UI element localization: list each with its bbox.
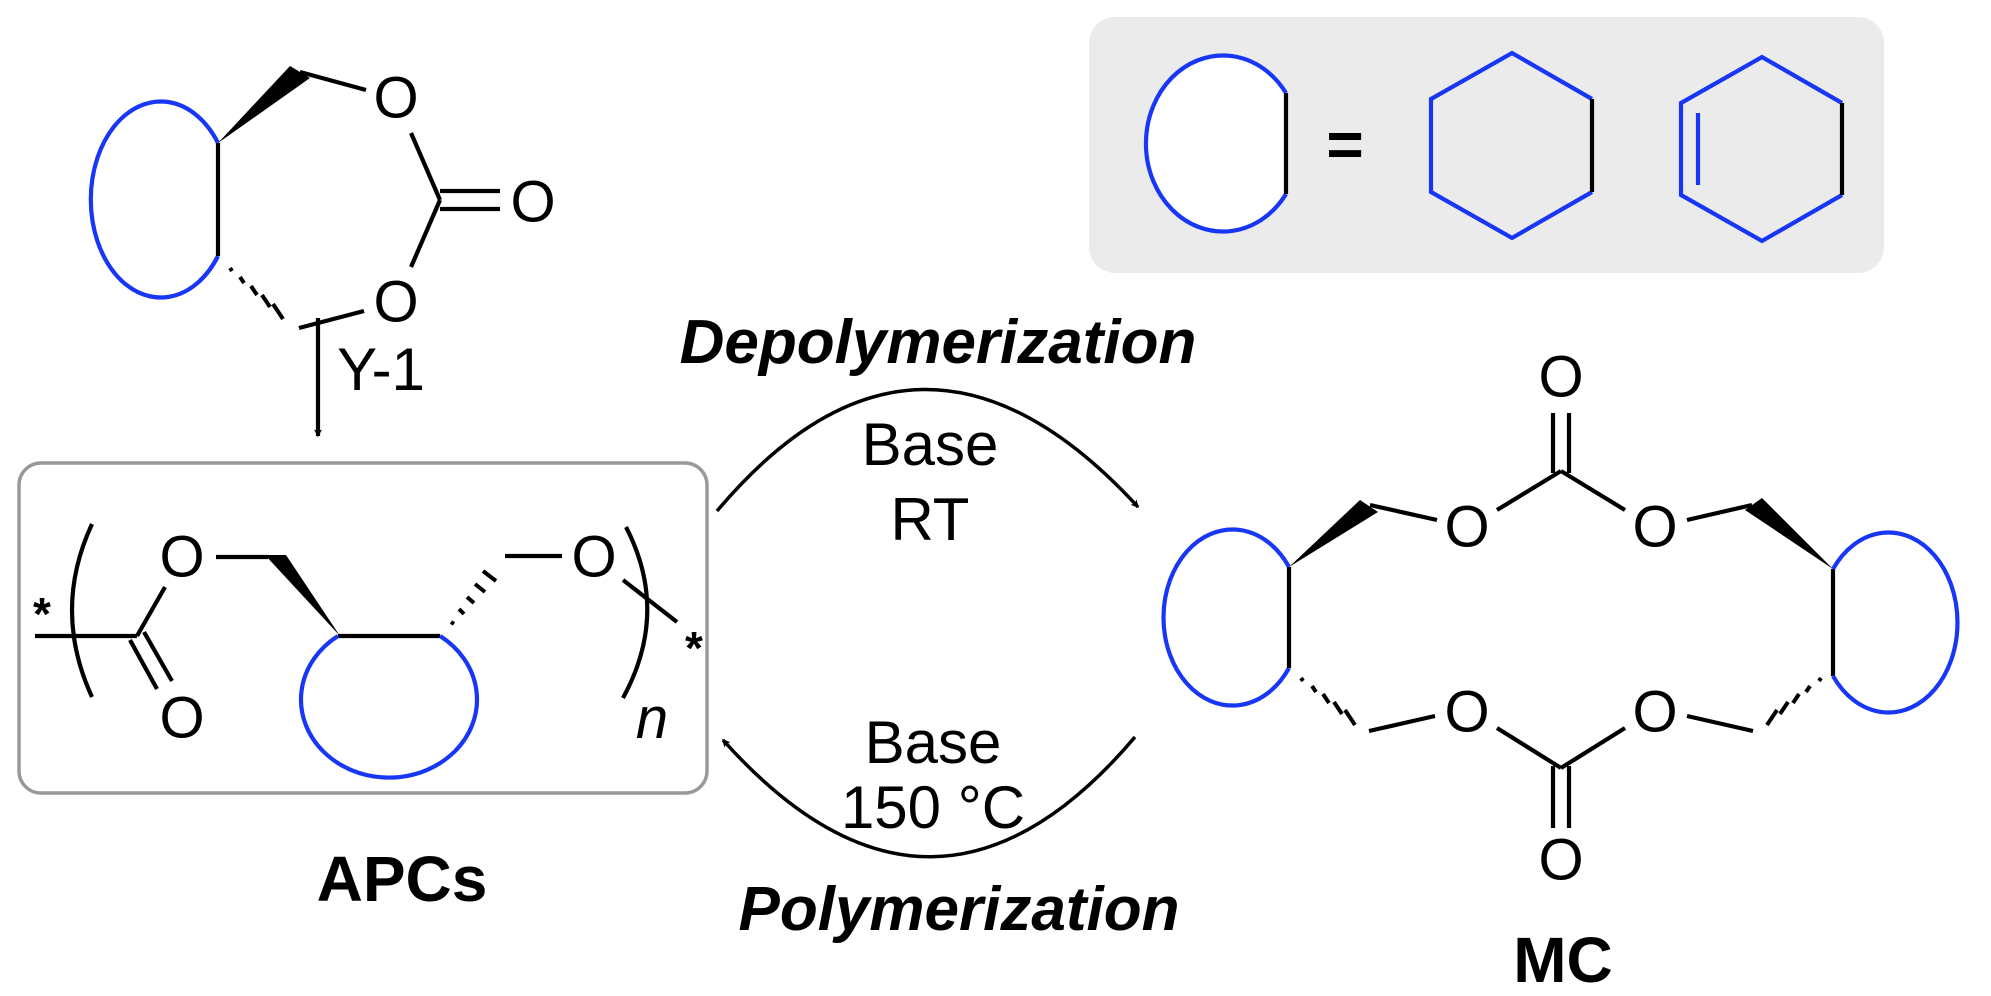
mc-bond [1559,469,1627,512]
legend-background [1089,17,1884,273]
monomer-hash-bond [228,266,285,321]
polymerization-condition-2: 150 °C [841,774,1025,841]
repeat-subscript: n [636,686,668,751]
polymerization-arrow [721,735,1137,859]
macrocycle-structure: O O O O O O [1161,345,1960,893]
cyclohexane-icon [1428,50,1594,241]
polymer-o-right: O [571,525,616,590]
cyclohexene-icon [1678,54,1844,244]
mc-left-hash-bond [1299,676,1357,727]
mc-bond [1368,713,1436,734]
mc-o-top-left: O [1444,495,1489,560]
polymer-carbonyl-bond [142,630,174,683]
mc-o-bottom-right: O [1632,680,1677,745]
mc-left-wedge [1289,500,1378,567]
monomer-ring-icon [88,99,220,300]
polymer-o-carbonyl: O [159,686,204,751]
mc-bond [1686,713,1754,734]
depolymerization-condition-2: RT [891,486,970,553]
polymer-bond [621,578,679,624]
generic-ring-arc [1143,53,1288,234]
mc-left-ring-icon [1161,527,1291,708]
monomer-o-carbonyl: O [510,170,555,235]
mc-right-ring-icon [1831,530,1960,715]
reagent-arrow: Y-1 [314,318,425,438]
end-group-right: * [685,622,703,674]
depolymerization-condition-1: Base [862,411,999,478]
mc-right-wedge [1745,498,1833,569]
left-bracket [69,523,94,698]
equals-sign: = [1326,108,1363,180]
monomer-bond [409,199,442,268]
depolymerization-label: Depolymerization [680,308,1197,377]
monomer-bond [299,69,367,93]
monomer-bond [409,132,442,201]
mc-o-bottom-left: O [1444,680,1489,745]
polymer-hash-bond [449,569,498,626]
mc-o-bottom-carbonyl: O [1538,828,1583,893]
mc-bond [1686,502,1753,523]
mc-bond [1369,502,1438,523]
mc-bond [1559,726,1627,770]
polymer-ring-icon [298,634,480,780]
generic-ring-icon [1145,55,1286,232]
end-group-left: * [33,588,51,640]
monomer-bond [298,308,365,331]
polymerization-condition-1: Base [865,709,1002,776]
monomer-o-bottom: O [373,270,418,335]
ring-legend: = [1089,17,1884,273]
monomer-structure: O O O [88,66,556,335]
mc-bond [1495,726,1563,770]
mc-o-top-right: O [1632,495,1677,560]
mc-right-hash-bond [1765,676,1823,727]
monomer-wedge-bond [218,66,310,143]
polymer-box [17,461,709,795]
mc-bond [1495,469,1563,512]
polymer-structure: * O O O * n [17,461,709,795]
depolymerization-arrow [715,387,1140,513]
macrocycle-name: MC [1513,924,1613,996]
polymerization-label: Polymerization [739,875,1180,944]
reagent-label: Y-1 [337,336,425,403]
right-bracket [621,526,650,700]
polymer-name: APCs [317,843,488,915]
polymer-o-ester: O [159,525,204,590]
polymer-carbonyl-bond [128,638,159,691]
polymer-bond [135,585,167,638]
polymer-wedge-bond [265,555,340,636]
monomer-o-top: O [373,66,418,131]
mc-o-top-carbonyl: O [1538,345,1583,410]
